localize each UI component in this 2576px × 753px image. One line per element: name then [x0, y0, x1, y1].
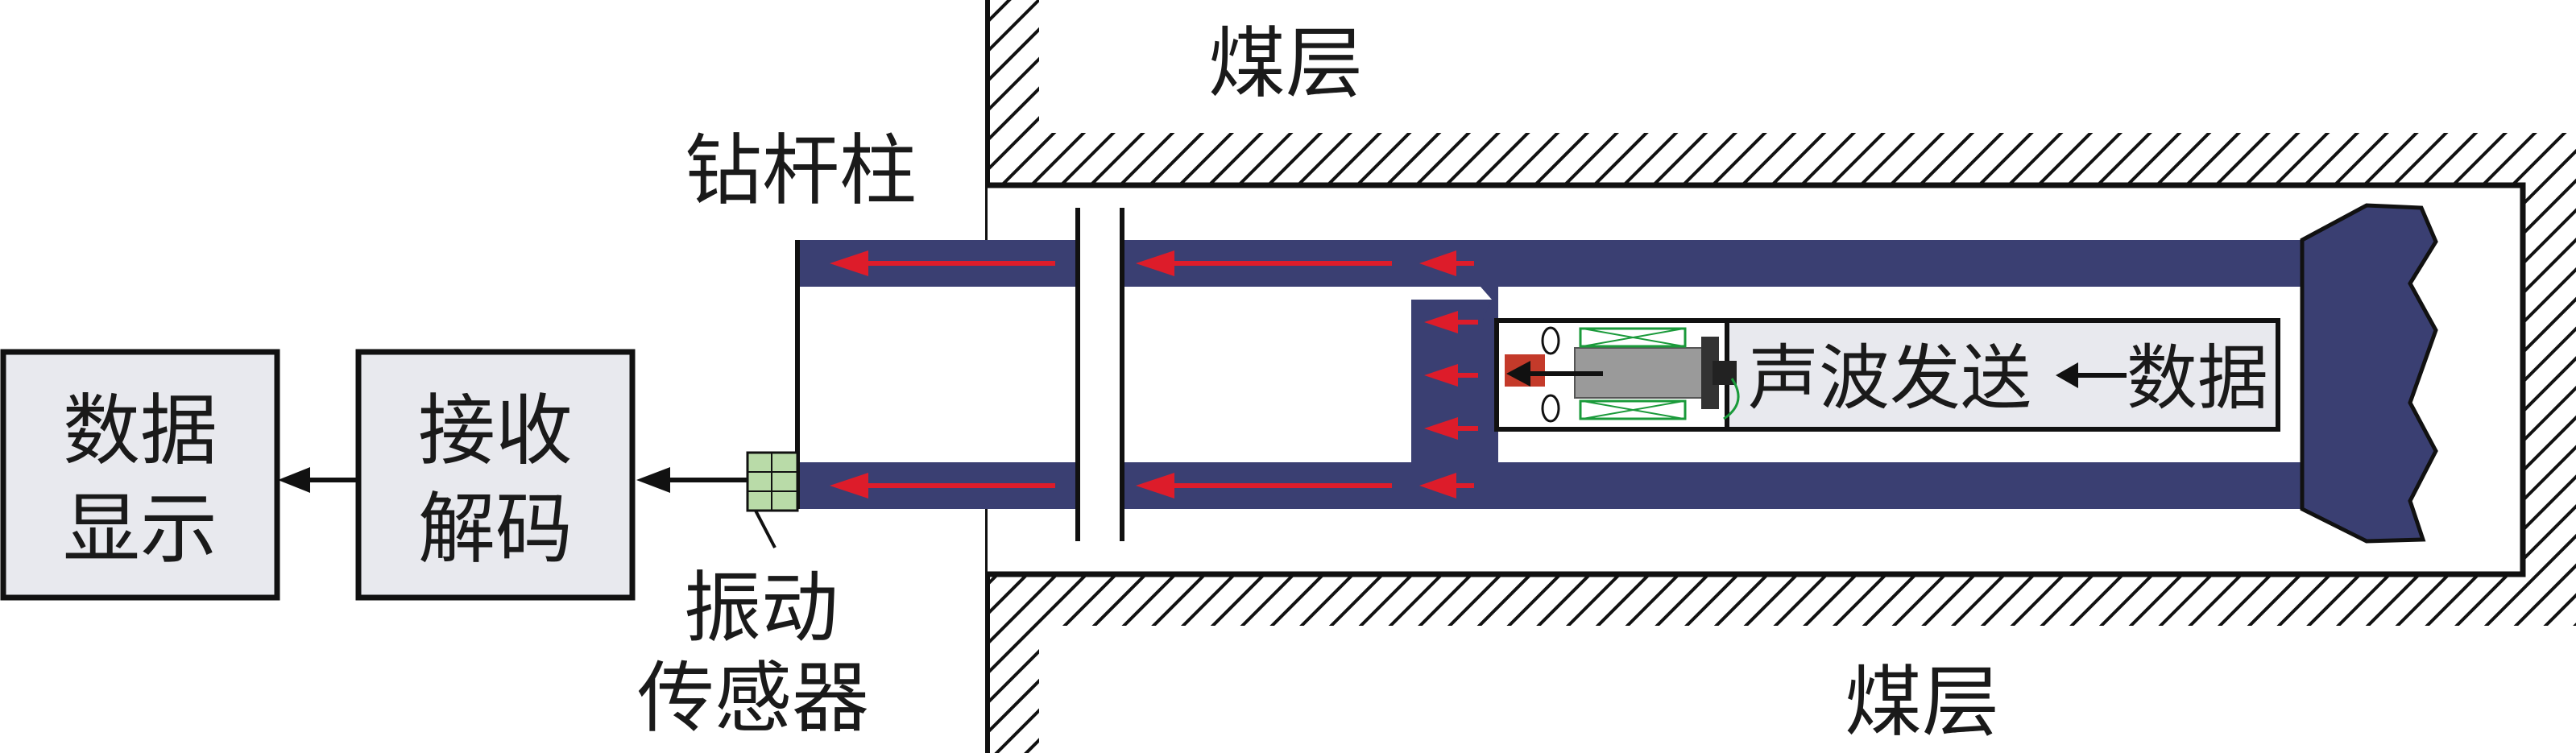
sensor-to-receiver-arrow	[636, 467, 670, 493]
data-display-label-2: 显示	[63, 484, 217, 574]
sensor-label-2: 传感器	[637, 653, 869, 743]
right-end-hatch	[2523, 133, 2576, 626]
sensor-label-1: 振动	[684, 563, 839, 653]
bearing-top	[1541, 326, 1560, 355]
sensor-leader-line	[754, 510, 777, 548]
wave-arrow-bottom-1-head	[830, 473, 868, 499]
data-display-box	[0, 349, 280, 601]
transmitter-assembly: 声波发送 数据	[1494, 318, 2280, 432]
top-hatch-band	[988, 133, 2576, 184]
wave-arrow-bottom-2-head	[1136, 473, 1174, 499]
bottom-hatch-band	[988, 576, 2576, 626]
wave-arrow-mid-2-head	[1424, 364, 1458, 387]
acoustic-wave-arrows	[830, 250, 1478, 499]
receiver-to-display-arrow	[278, 467, 310, 493]
drill-pipe	[795, 208, 2304, 541]
wave-arrow-bottom-3-head	[1419, 473, 1456, 499]
coal-seam-bottom-label: 煤层	[1845, 657, 1999, 747]
coil-windings	[1582, 328, 1684, 420]
wave-arrow-mid-1-head	[1424, 311, 1458, 333]
transmit-arrow-head	[1506, 361, 1530, 387]
receiver-decoder-box	[355, 349, 636, 601]
wave-arrow-top-2-head	[1136, 250, 1174, 276]
drill-bit	[2300, 203, 2438, 544]
coal-seam-top-label: 煤层	[1208, 19, 1363, 109]
wave-arrow-mid-3-head	[1424, 417, 1458, 440]
wave-arrow-top-3-head	[1419, 250, 1456, 276]
pipe-bore	[797, 287, 1411, 462]
acoustic-tx-label: 声波发送	[1748, 337, 2031, 420]
bearing-bottom	[1541, 394, 1560, 423]
joint-gap-bottom	[1080, 462, 1120, 509]
end-mass	[1701, 337, 1719, 409]
drill-string-label: 钻杆柱	[685, 126, 917, 216]
data-display-label-1: 数据	[63, 386, 217, 476]
pipe-notch	[1411, 287, 1492, 300]
receiver-decoder-label-2: 解码	[418, 484, 573, 574]
wave-arrow-top-1-head	[830, 250, 868, 276]
signal-wire	[1723, 378, 1740, 420]
data-input-label: 数据	[2127, 337, 2268, 420]
vibration-sensor	[746, 451, 799, 548]
data-arrow-head	[2056, 362, 2078, 388]
receiver-decoder-label-1: 接收	[418, 386, 573, 476]
joint-gap-top	[1080, 240, 1120, 287]
